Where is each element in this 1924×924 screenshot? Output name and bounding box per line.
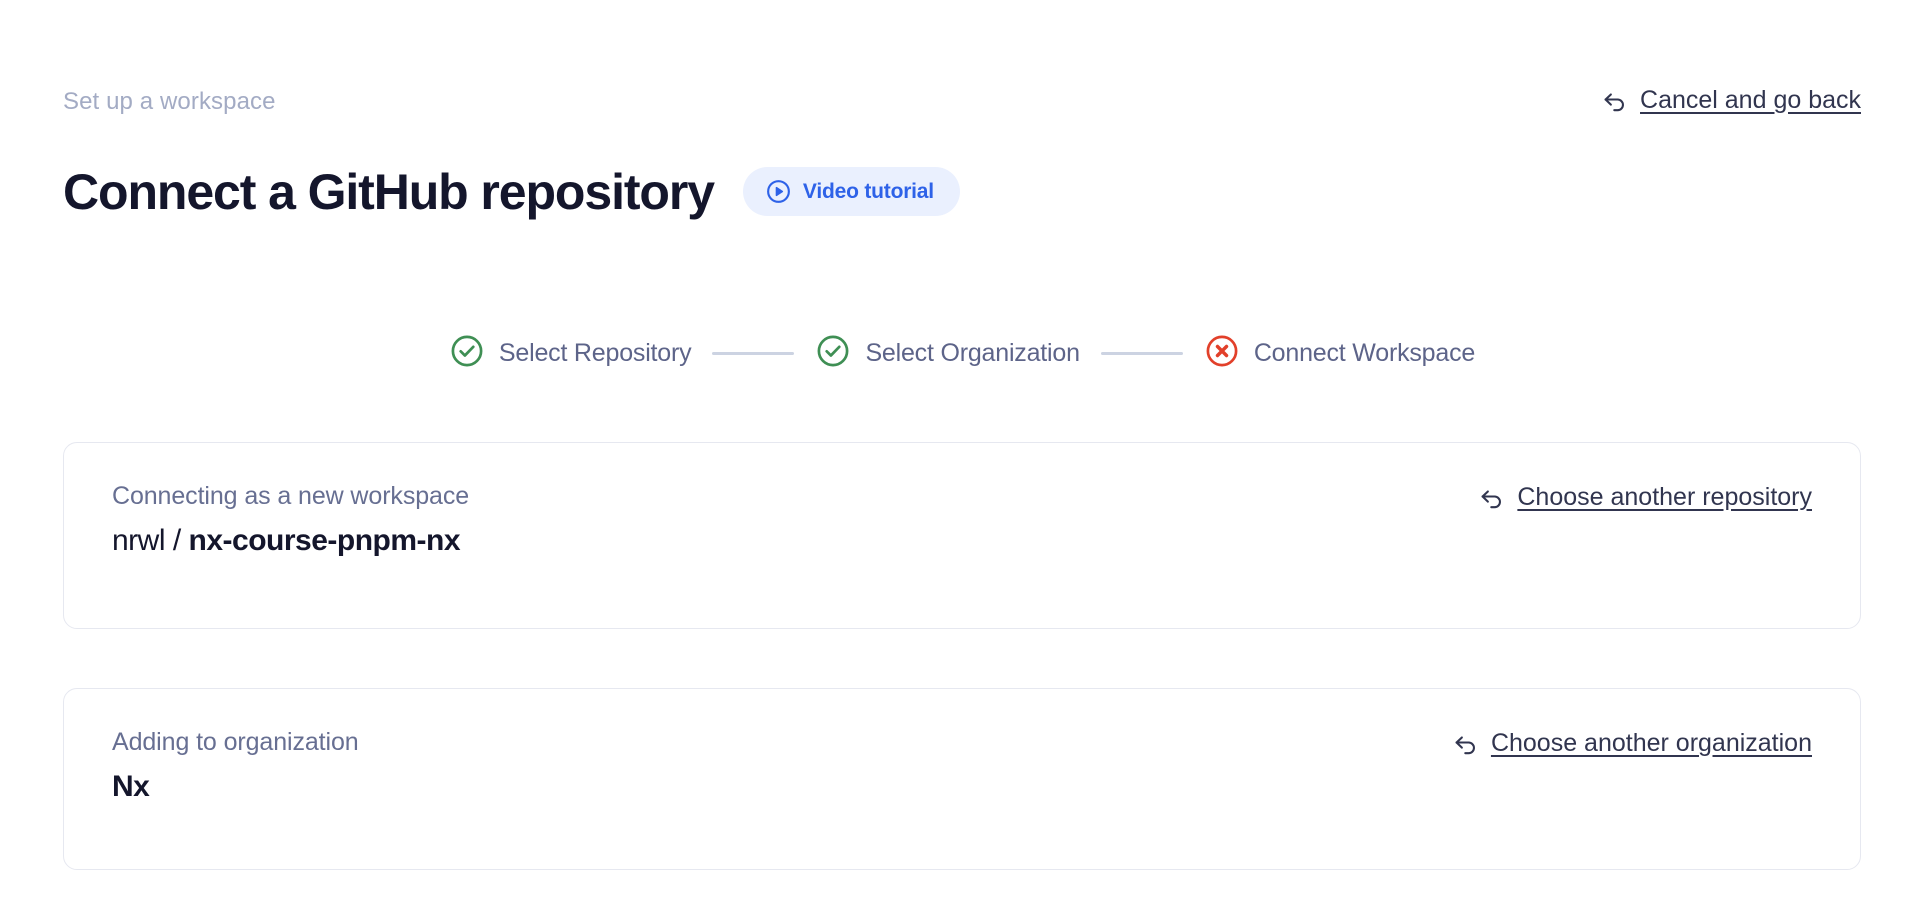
cancel-and-go-back-link[interactable]: Cancel and go back [1600,86,1861,115]
organization-name: Nx [112,770,150,803]
video-tutorial-button[interactable]: Video tutorial [742,167,960,216]
play-circle-icon [765,178,792,205]
repository-name: nx-course-pnpm-nx [188,524,461,557]
choose-another-organization-link[interactable]: Choose another organization [1451,729,1812,758]
cancel-and-go-back-label: Cancel and go back [1640,86,1861,114]
breadcrumb-eyebrow: Set up a workspace [63,88,276,115]
undo-arrow-icon [1451,729,1480,758]
x-circle-icon [1204,333,1240,374]
repository-card-caption: Connecting as a new workspace [112,482,470,510]
progress-stepper: Select Repository Select Organization Co… [63,333,1861,374]
page-header: Set up a workspace Connect a GitHub repo… [63,0,1861,255]
check-circle-icon [449,333,485,374]
title-row: Connect a GitHub repository Video tutori… [63,128,1861,255]
check-circle-icon [815,333,851,374]
step-label-select-repository: Select Repository [498,339,692,367]
organization-card-caption: Adding to organization [112,728,359,756]
organization-card-text: Adding to organization Nx [112,727,359,805]
choose-another-repository-label: Choose another repository [1517,483,1812,511]
step-select-organization[interactable]: Select Organization [815,333,1080,374]
undo-arrow-icon [1600,86,1629,115]
undo-arrow-icon [1477,483,1506,512]
step-connector-1 [712,352,795,355]
choose-another-organization-label: Choose another organization [1490,729,1812,757]
repository-card-text: Connecting as a new workspace nrwl / nx-… [112,481,469,559]
choose-another-repository-link[interactable]: Choose another repository [1477,483,1812,512]
video-tutorial-label: Video tutorial [802,179,934,203]
organization-card: Adding to organization Nx Choose another… [63,688,1861,870]
step-label-select-organization: Select Organization [865,339,1080,367]
step-connector-2 [1100,352,1183,355]
repository-card-inner: Connecting as a new workspace nrwl / nx-… [112,481,1812,559]
step-select-repository[interactable]: Select Repository [449,333,692,374]
page-title: Connect a GitHub repository [63,163,715,220]
repository-card-value: nrwl / nx-course-pnpm-nx [112,523,469,559]
organization-card-inner: Adding to organization Nx Choose another… [112,727,1812,805]
repository-card: Connecting as a new workspace nrwl / nx-… [63,442,1861,629]
step-label-connect-workspace: Connect Workspace [1253,339,1476,367]
step-connect-workspace[interactable]: Connect Workspace [1204,333,1475,374]
repository-owner: nrwl / [112,524,189,557]
